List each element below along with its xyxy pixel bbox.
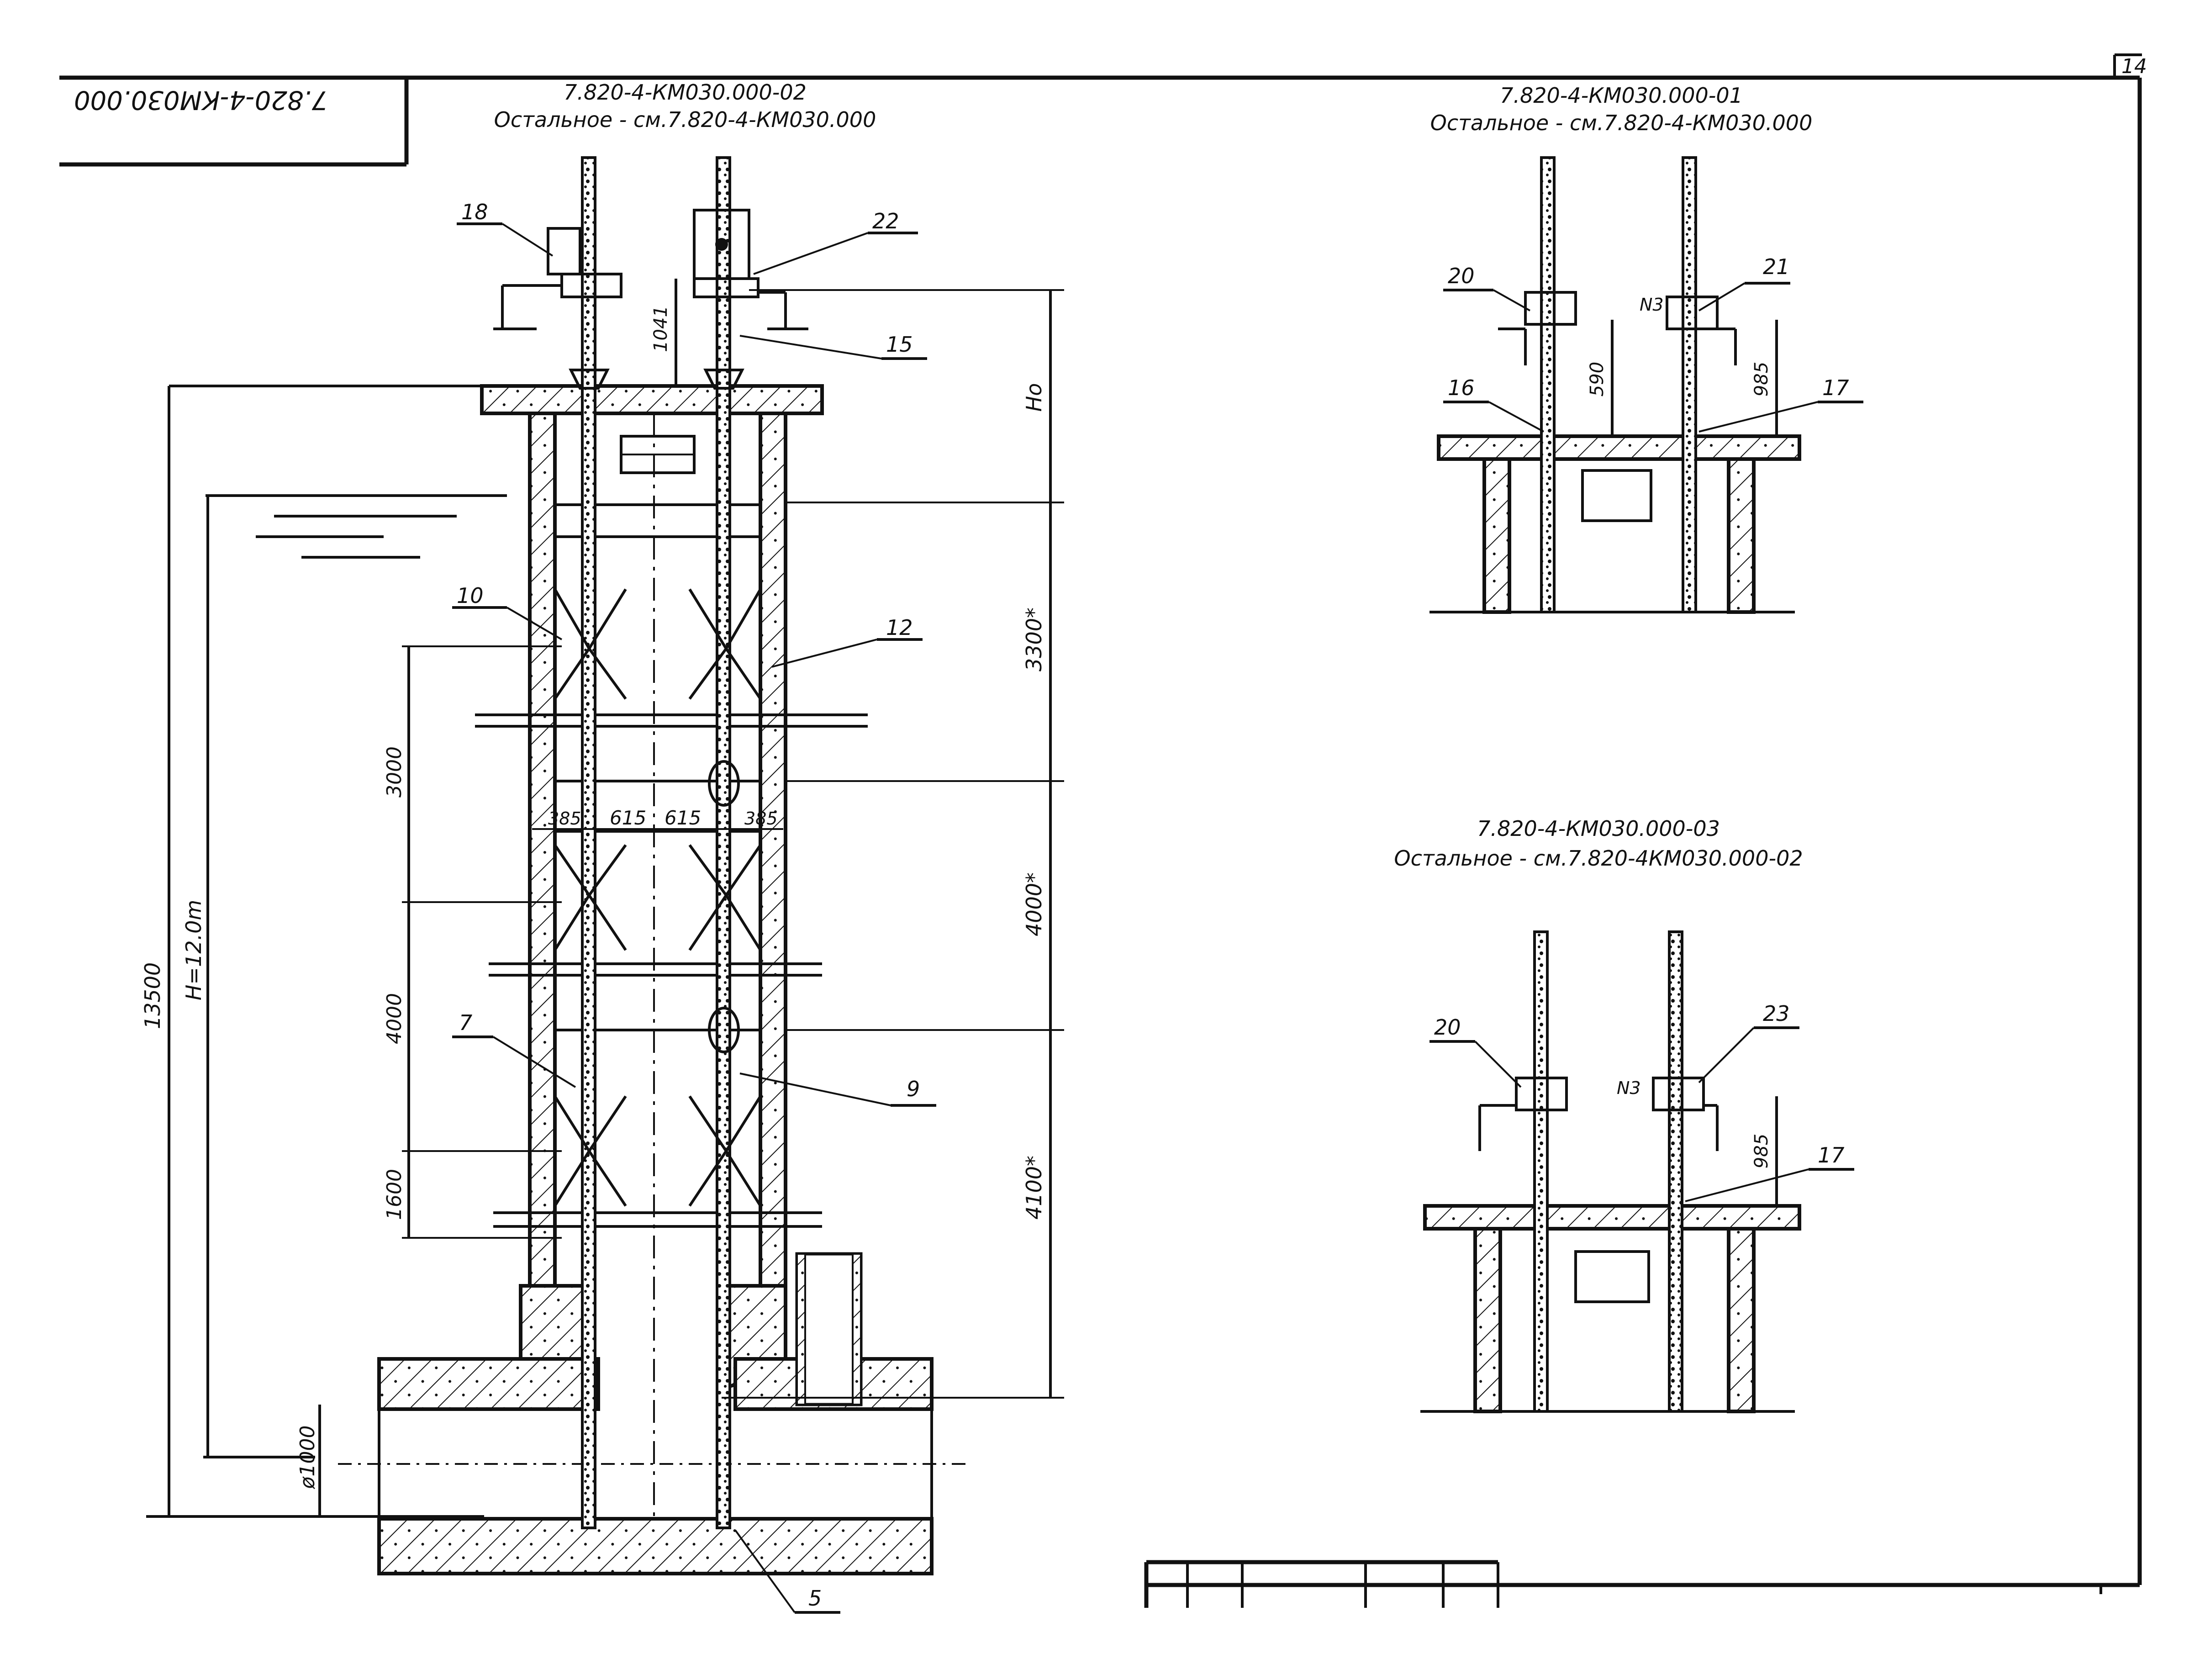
detail-03-nut-label: N3 — [1617, 1078, 1641, 1098]
right-rod — [716, 156, 731, 1529]
dim-inner-4000: 4000 — [383, 993, 406, 1044]
detail-03-note: Остальное - см.7.820-4КМ030.000-02 — [1394, 846, 1803, 871]
main-view-code: 7.820-4-КМ030.000-02 — [564, 80, 807, 105]
dim-right-4100: 4100* — [1022, 1156, 1046, 1220]
detail-03-callout-23: 23 — [1763, 1001, 1790, 1026]
detail-03-callout-17: 17 — [1818, 1143, 1845, 1168]
dim-inner-1600: 1600 — [383, 1169, 406, 1220]
dim-pipe-diameter: ø1000 — [296, 1426, 319, 1490]
detail-01-callout-21: 21 — [1763, 254, 1790, 279]
hoist-18 — [493, 227, 622, 390]
main-view: 7.820-4-КМ030.000-02 Остальное - см.7.82… — [140, 80, 1064, 1614]
dim-total-height: 13500 — [140, 962, 165, 1029]
callout-10: 10 — [457, 583, 484, 608]
callout-9: 9 — [907, 1077, 920, 1101]
callout-22: 22 — [872, 209, 899, 233]
dim-h-385-right: 385 — [744, 808, 778, 829]
detail-01-callout-16: 16 — [1448, 375, 1475, 400]
left-rod — [581, 156, 596, 1529]
detail-03-callout-20: 20 — [1434, 1015, 1461, 1040]
detail-03-code: 7.820-4-КМ030.000-03 — [1477, 816, 1720, 841]
callout-15: 15 — [886, 332, 913, 357]
detail-01-callout-17: 17 — [1822, 375, 1849, 400]
detail-03-view: 7.820-4-КМ030.000-03 Остальное - см.7.82… — [1394, 816, 1854, 1413]
dim-right-h0: Hо — [1022, 383, 1046, 412]
water-level — [206, 494, 507, 559]
dim-water-height: H=12.0m — [181, 900, 206, 1000]
detail-03-dim-985: 985 — [1751, 1134, 1772, 1168]
hoist-22 — [693, 209, 808, 390]
dim-h-615-left: 615 — [610, 807, 646, 829]
main-view-note: Остальное - см.7.820-4-КМ030.000 — [494, 107, 876, 132]
sheet-frame: 14 — [59, 53, 2147, 1594]
detail-01-note: Остальное - см.7.820-4-КМ030.000 — [1430, 111, 1813, 135]
detail-01-dim-590: 590 — [1587, 362, 1608, 396]
callout-7: 7 — [459, 1010, 472, 1035]
detail-01-code: 7.820-4-КМ030.000-01 — [1500, 83, 1743, 108]
brackets — [554, 588, 762, 1207]
detail-01-dim-985: 985 — [1751, 362, 1772, 396]
dim-1041: 1041 — [650, 306, 671, 352]
stamp-code: 7.820-4-КМ030.000 — [74, 85, 328, 115]
sheet-number: 14 — [2121, 55, 2147, 78]
dim-h-385-left: 385 — [548, 808, 581, 829]
detail-01-nut-label: N3 — [1640, 295, 1664, 315]
stamp-box: 7.820-4-КМ030.000 — [59, 78, 409, 167]
dim-right-3300: 3300* — [1022, 608, 1046, 671]
detail-01-view: 7.820-4-КМ030.000-01 Остальное - см.7.82… — [1429, 83, 1863, 614]
detail-01-callout-20: 20 — [1448, 264, 1475, 288]
callout-5: 5 — [808, 1586, 822, 1611]
callout-12: 12 — [886, 615, 913, 640]
main-callouts: 18 22 15 10 12 7 9 5 — [452, 200, 936, 1614]
dim-inner-3000: 3000 — [383, 746, 406, 798]
title-block-stub — [1144, 1560, 1499, 1608]
callout-18: 18 — [461, 200, 488, 224]
dim-h-615-right: 615 — [665, 807, 701, 829]
dim-right-4000: 4000* — [1022, 872, 1046, 936]
